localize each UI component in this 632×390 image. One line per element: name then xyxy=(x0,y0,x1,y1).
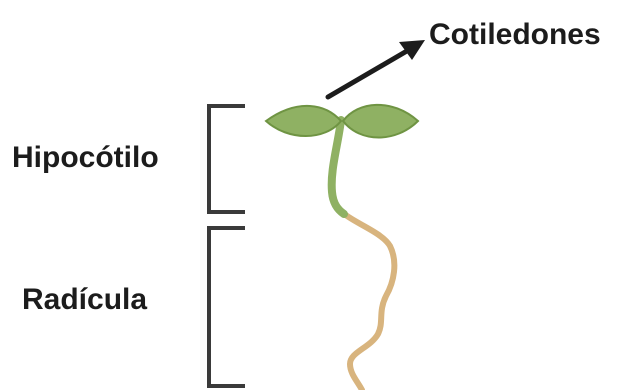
radicle-bracket xyxy=(209,228,245,386)
cotyledon-right xyxy=(343,105,418,138)
cotyledons-arrow-head xyxy=(399,40,425,60)
radicle-label: Radícula xyxy=(22,283,147,316)
cotyledon-left xyxy=(266,106,341,136)
radicle-root xyxy=(342,212,394,390)
hypocotyl-label: Hipocótilo xyxy=(12,141,159,174)
cotyledons-label: Cotiledones xyxy=(429,18,601,51)
cotyledons-arrow-line xyxy=(328,48,412,97)
hypocotyl-stem xyxy=(332,120,344,214)
hypocotyl-bracket xyxy=(209,106,245,212)
